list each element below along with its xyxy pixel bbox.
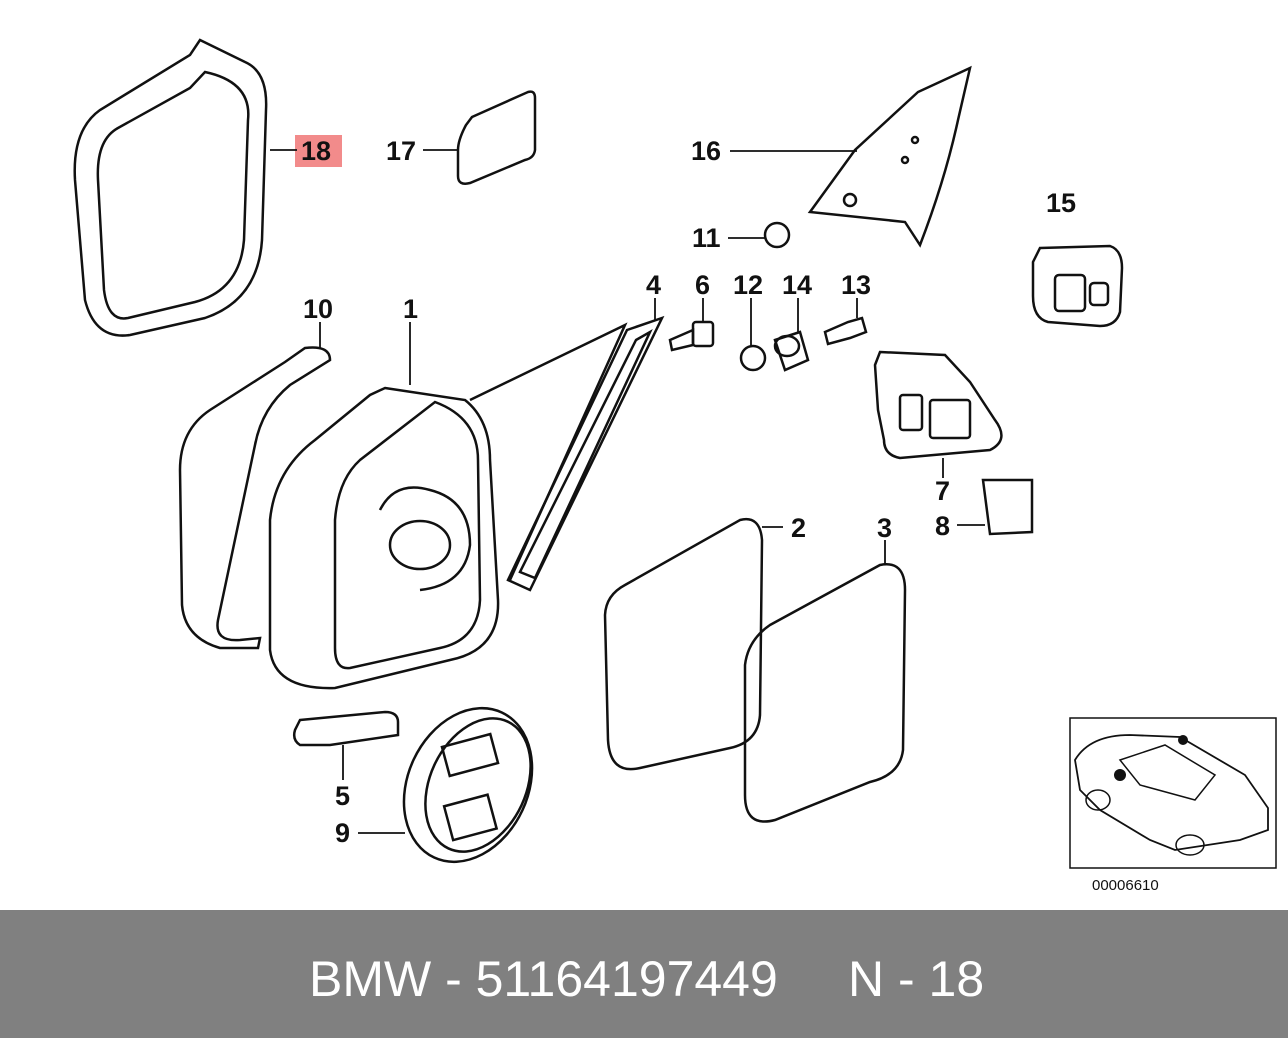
part-15-switch: [1031, 244, 1124, 328]
part-8-switch-cap: [981, 478, 1034, 536]
part-label-5: 5: [335, 781, 350, 811]
part-label-13: 13: [841, 270, 871, 300]
part-11-grommet: [763, 221, 791, 249]
inset-mirror-marker: [1114, 769, 1126, 781]
part-label-8: 8: [935, 511, 950, 541]
part-3-heated-glass: [743, 563, 907, 823]
diagram-canvas: 18 17 16 15 11 10 1 4 6 12 14 13 7 8 2 3…: [73, 38, 1277, 894]
part-2-mirror-glass: [603, 517, 764, 771]
part-label-17: 17: [386, 136, 416, 166]
inset-mirror-marker: [1178, 735, 1188, 745]
part-label-16: 16: [691, 136, 721, 166]
part-7-switch-bracket: [873, 350, 1003, 460]
part-label-6: 6: [695, 270, 710, 300]
part-17-glass: [456, 90, 537, 185]
part-4-seal-strip: [506, 315, 665, 592]
label-highlight: [295, 135, 342, 167]
part-label-10: 10: [303, 294, 333, 324]
part-label-18: 18: [301, 136, 331, 166]
part-label-15: 15: [1046, 188, 1076, 218]
diagram-reference-number: 00006610: [1092, 877, 1159, 894]
part-label-14: 14: [782, 270, 812, 300]
part-label-3: 3: [877, 513, 892, 543]
part-9-mirror-motor: [402, 706, 534, 864]
part-10-gasket: [178, 346, 332, 650]
part-5-clip: [292, 710, 400, 747]
part-label-1: 1: [403, 294, 418, 324]
parts-diagram: 18 17 16 15 11 10 1 4 6 12 14 13 7 8 2 3…: [73, 38, 1277, 894]
part-label-11: 11: [692, 223, 721, 253]
part-14-bushing: [773, 330, 810, 372]
part-label-4: 4: [646, 270, 661, 300]
footer-part-number: BMW - 51164197449: [309, 951, 778, 1007]
footer-position: N - 18: [848, 951, 985, 1007]
part-label-2: 2: [791, 513, 806, 543]
part-label-9: 9: [335, 818, 350, 848]
part-6-screw: [668, 320, 715, 352]
footer-bar: BMW - 51164197449 N - 18: [0, 910, 1288, 1038]
part-12-washer: [739, 344, 767, 372]
car-inset: [1069, 717, 1277, 869]
part-18-mirror-cover: [73, 38, 268, 337]
part-label-12: 12: [733, 270, 763, 300]
part-label-7: 7: [935, 476, 950, 506]
part-13-bolt: [823, 316, 868, 346]
part-16-triangle-cover: [807, 65, 972, 248]
